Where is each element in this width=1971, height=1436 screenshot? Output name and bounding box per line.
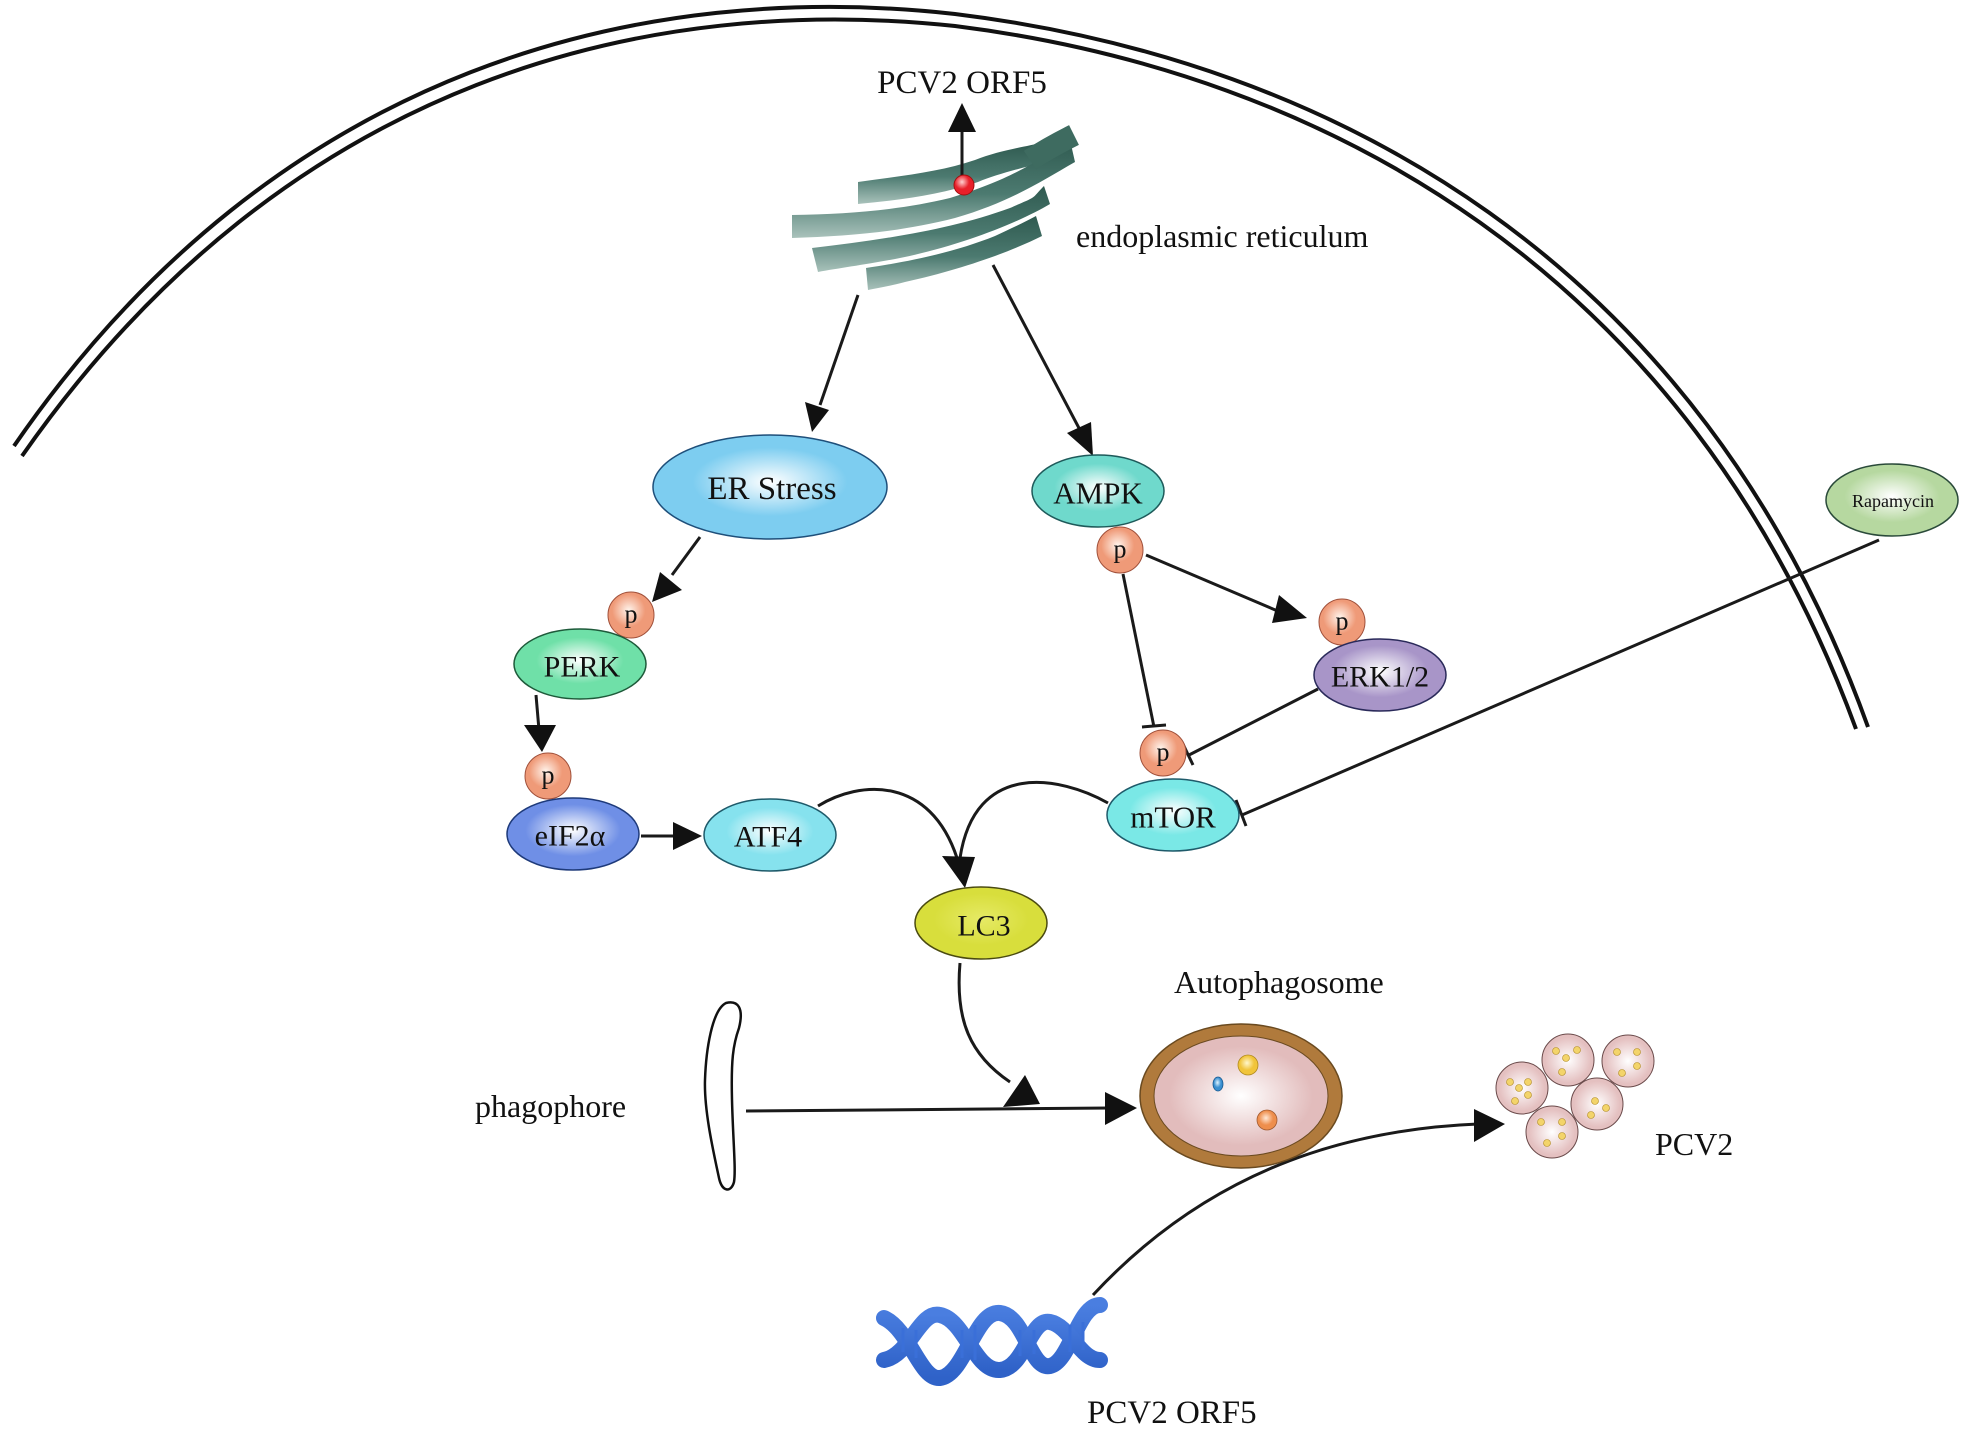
svg-text:AMPK: AMPK — [1053, 476, 1143, 511]
phospho-ampk: p — [1096, 526, 1144, 574]
orf5-bottom-label: PCV2 ORF5 — [1087, 1395, 1257, 1431]
svg-text:eIF2α: eIF2α — [535, 820, 606, 853]
phospho-mtor: p — [1139, 729, 1187, 777]
phospho-erk: p — [1318, 598, 1366, 646]
node-erk[interactable]: ERK1/2 — [1313, 638, 1447, 712]
cell-membrane — [12, 5, 1870, 730]
pcv2-label: PCV2 — [1655, 1126, 1733, 1162]
edge-ampk-to-erk — [1145, 553, 1307, 623]
svg-text:ATF4: ATF4 — [734, 821, 802, 854]
edge-erk-inhibits-mtor — [1181, 687, 1319, 766]
node-eif2a[interactable]: eIF2α — [506, 797, 640, 871]
svg-text:LC3: LC3 — [957, 910, 1010, 943]
svg-text:ERK1/2: ERK1/2 — [1331, 661, 1429, 694]
autophagosome-label: Autophagosome — [1174, 964, 1384, 1000]
svg-text:PERK: PERK — [544, 651, 621, 684]
phagophore-label: phagophore — [475, 1088, 626, 1124]
node-lc3[interactable]: LC3 — [914, 886, 1048, 960]
edge-erstress-to-perk — [652, 536, 702, 602]
dna-helix-icon — [876, 1297, 1108, 1386]
svg-text:Rapamycin: Rapamycin — [1852, 491, 1934, 511]
arrowhead — [948, 103, 976, 132]
phospho-eif2a: p — [524, 752, 572, 800]
autophagosome-icon — [1139, 1023, 1343, 1169]
edge-mtor-to-lc3 — [942, 781, 1109, 888]
node-ampk[interactable]: AMPK — [1031, 454, 1165, 528]
orf5-top-label: PCV2 ORF5 — [877, 65, 1047, 101]
svg-text:mTOR: mTOR — [1130, 800, 1216, 835]
edge-phagophore-to-autophagosome — [745, 1092, 1137, 1125]
phospho-perk: p — [607, 591, 655, 639]
edge-eif2a-to-atf4 — [641, 822, 702, 850]
svg-text:p: p — [1114, 535, 1127, 564]
svg-text:p: p — [625, 600, 638, 629]
edge-er-to-ampk — [991, 264, 1093, 456]
edge-lc3-to-autophagosome — [957, 962, 1040, 1107]
orf5-protein-dot — [953, 174, 975, 196]
pcv2-virions-icon — [1495, 1033, 1655, 1159]
edge-perk-to-eif2a — [524, 694, 556, 752]
node-atf4[interactable]: ATF4 — [703, 798, 837, 872]
svg-text:p: p — [542, 761, 555, 790]
svg-text:ER Stress: ER Stress — [707, 471, 836, 507]
edge-er-to-erstress — [805, 294, 860, 432]
node-mtor[interactable]: mTOR — [1106, 778, 1240, 852]
node-rapamycin[interactable]: Rapamycin — [1825, 463, 1959, 537]
er-label: endoplasmic reticulum — [1076, 218, 1368, 254]
node-perk[interactable]: PERK — [513, 628, 647, 700]
edge-ampk-inhibits-mtor — [1121, 573, 1167, 729]
endoplasmic-reticulum-icon — [792, 125, 1079, 290]
svg-text:p: p — [1336, 607, 1349, 636]
edge-rapamycin-inhibits-mtor — [1234, 538, 1880, 827]
node-er-stress[interactable]: ER Stress — [652, 434, 888, 540]
svg-text:p: p — [1157, 738, 1170, 767]
phagophore-icon — [703, 1001, 743, 1191]
edge-orf5-to-pcv2 — [1091, 1109, 1505, 1297]
edge-atf4-to-lc3 — [817, 787, 959, 859]
